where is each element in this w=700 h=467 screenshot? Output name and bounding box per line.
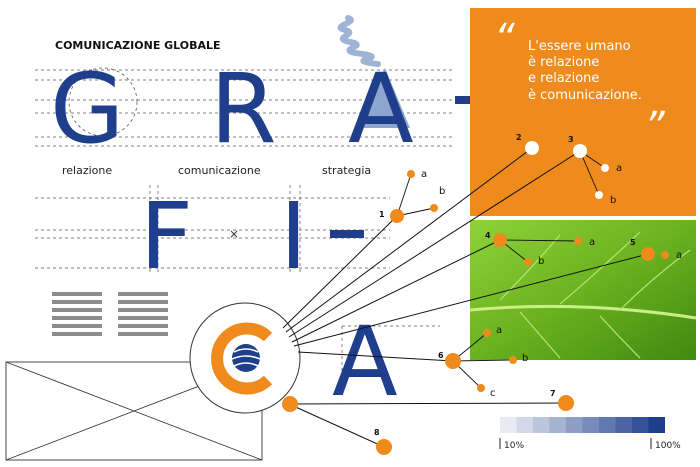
node-4a — [574, 237, 582, 245]
node-4 — [493, 233, 507, 247]
smoke-wisp — [337, 15, 381, 67]
node-5-number: 5 — [630, 238, 636, 247]
node-1 — [390, 209, 404, 223]
letter-a-bottom: A — [332, 306, 398, 418]
color-scale — [500, 417, 665, 433]
scale-swatch — [566, 417, 583, 433]
node-1-number: 1 — [379, 210, 385, 219]
concept-comunicazione: comunicazione — [178, 164, 261, 177]
node-4b-label: b — [538, 256, 544, 267]
node-6a-label: a — [496, 325, 502, 336]
page-title: COMUNICAZIONE GLOBALE — [55, 39, 221, 52]
letter-f: F — [140, 183, 193, 290]
scale-swatch — [516, 417, 533, 433]
node-6b — [509, 356, 517, 364]
dash-row2 — [330, 230, 364, 238]
quote-open-mark: “ — [494, 16, 515, 62]
text-block-right — [118, 292, 168, 336]
row3-guides — [341, 325, 440, 395]
node-1a — [407, 170, 415, 178]
g-construction-circle — [68, 67, 138, 137]
center-cross-mark: × — [229, 227, 239, 241]
node-3b — [595, 191, 603, 199]
letter-g: G — [50, 53, 124, 165]
quote-box — [470, 8, 696, 216]
logo-icon — [211, 322, 273, 395]
scale-max-label: 100% — [655, 441, 681, 451]
node-3a-label: a — [616, 163, 622, 174]
scale-min-label: 10% — [504, 441, 524, 451]
node-6-number: 6 — [438, 351, 444, 360]
node-8 — [376, 439, 392, 455]
node-2 — [525, 141, 539, 155]
node-4-number: 4 — [485, 231, 491, 240]
node-4a-label: a — [589, 237, 595, 248]
node-3-number: 3 — [568, 135, 574, 144]
node-7 — [558, 395, 574, 411]
node-3b-label: b — [610, 195, 616, 206]
letter-a: A — [348, 53, 414, 165]
quote-line-4: è comunicazione. — [528, 88, 642, 103]
node-6c — [477, 384, 485, 392]
node-8-number: 8 — [374, 428, 380, 437]
quote-close-mark: ” — [644, 104, 665, 150]
node-1b — [430, 204, 438, 212]
letter-r: R — [210, 53, 277, 165]
scale-swatch — [632, 417, 649, 433]
a-triangle-fill — [358, 68, 410, 128]
connector-lines — [282, 147, 649, 448]
node-6b-label: b — [522, 353, 528, 364]
hub-junction-dot — [282, 396, 298, 412]
node-6 — [445, 353, 461, 369]
node-6a — [483, 329, 491, 337]
node-3a — [601, 164, 609, 172]
node-4b — [524, 258, 532, 266]
scale-swatch — [533, 417, 550, 433]
node-6c-label: c — [490, 388, 496, 399]
row2-guides — [35, 185, 390, 272]
concept-strategia: strategia — [322, 164, 371, 177]
text-block-left — [52, 292, 102, 336]
scale-swatch — [615, 417, 632, 433]
node-1a-label: a — [421, 169, 427, 180]
scale-swatch — [648, 417, 665, 433]
scale-swatch — [500, 417, 517, 433]
letter-i: I — [280, 183, 307, 290]
node-1b-label: b — [439, 186, 445, 197]
node-2-number: 2 — [516, 133, 522, 142]
concept-relazione: relazione — [62, 164, 112, 177]
node-5a — [661, 251, 669, 259]
scale-swatch — [582, 417, 599, 433]
quote-line-2: è relazione — [528, 55, 599, 70]
scale-swatch — [599, 417, 616, 433]
node-5a-label: a — [676, 250, 682, 261]
quote-line-1: L'essere umano — [528, 39, 631, 54]
node-7-number: 7 — [550, 389, 556, 398]
scale-swatch — [549, 417, 566, 433]
quote-line-3: e relazione — [528, 71, 599, 86]
node-5 — [641, 247, 655, 261]
node-3 — [573, 144, 587, 158]
